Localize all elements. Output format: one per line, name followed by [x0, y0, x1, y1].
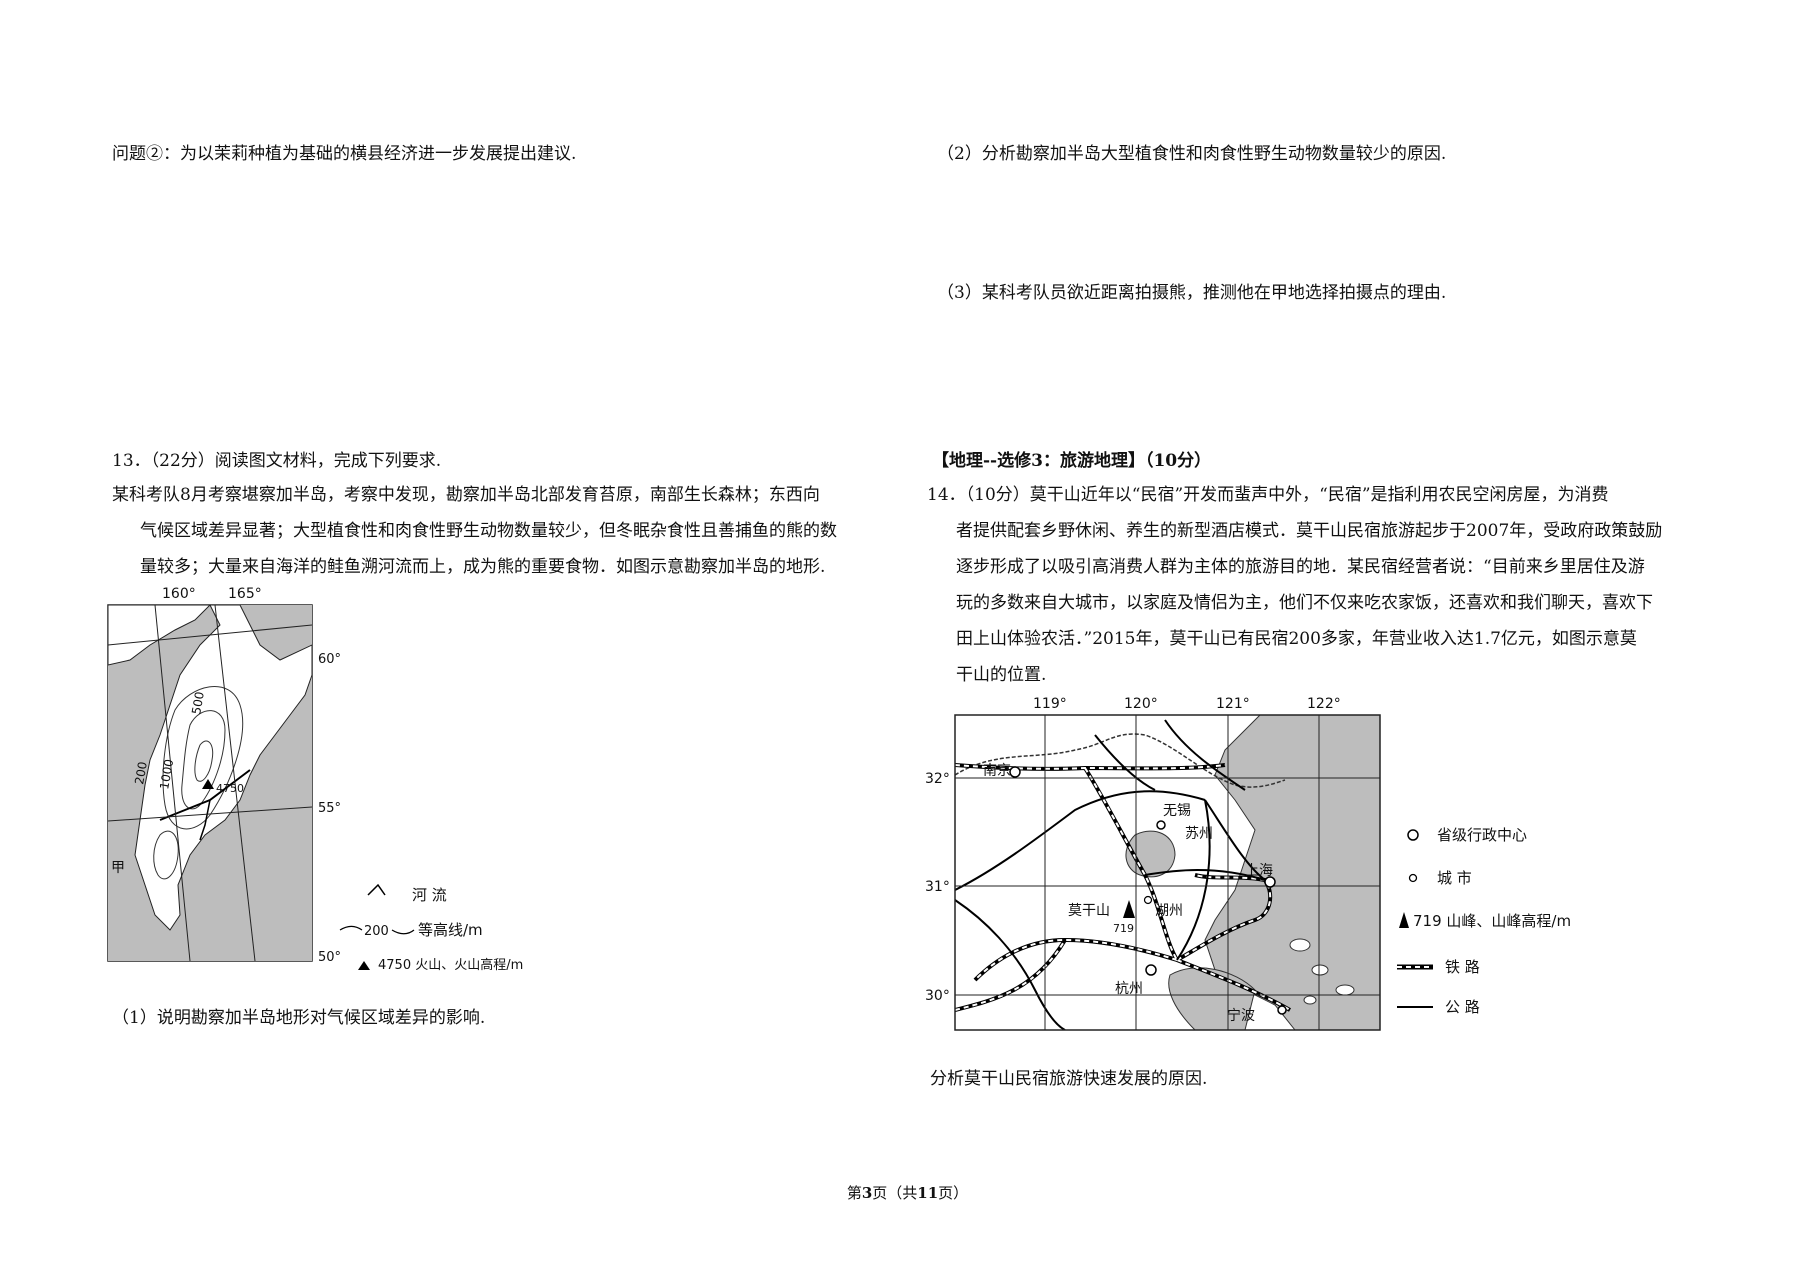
q14-line-1: 14．（10分）莫干山近年以“民宿”开发而蜚声中外，“民宿”是指利用农民空闲房屋…: [927, 485, 1609, 505]
volcano-legend-icon: [358, 961, 370, 970]
legend-road-label: 公 路: [1445, 998, 1480, 1016]
contour-label-500: 500: [189, 691, 207, 716]
q14-line-2: 者提供配套乡野休闲、养生的新型酒店模式．莫干山民宿旅游起步于2007年，受政府政…: [956, 521, 1663, 541]
river-legend-icon: [367, 883, 386, 896]
lat-label-31: 31°: [925, 879, 950, 895]
city-label-suzhou: 苏州: [1185, 826, 1213, 842]
legend-capital-label: 省级行政中心: [1437, 826, 1527, 844]
question-2-text: 问题②：为以茉莉种植为基础的横县经济进一步发展提出建议.: [112, 144, 577, 164]
lon-label-121: 121°: [1216, 696, 1250, 712]
kamchatka-map: 160° 165° 60° 55° 50° 500 200 1000 4750 …: [100, 585, 570, 980]
peak-elevation-label: 719: [1113, 922, 1134, 935]
q13-paragraph-line-2: 气候区域差异显著；大型植食性和肉食性野生动物数量较少，但冬眠杂食性且善捕鱼的熊的…: [140, 521, 837, 541]
lon-label-165: 165°: [228, 586, 262, 602]
legend-volcano-label: 4750 火山、火山高程/m: [378, 957, 523, 973]
city-legend-icon: [1408, 873, 1418, 883]
q13-sub-question-2: （2）分析勘察加半岛大型植食性和肉食性野生动物数量较少的原因.: [937, 144, 1447, 164]
moganshan-map: 119° 120° 121° 122° 32° 31° 30° 南京 无锡 苏州…: [915, 690, 1605, 1040]
q13-header: 13．（22分）阅读图文材料，完成下列要求.: [112, 451, 442, 471]
city-label-shanghai: 上海: [1245, 863, 1273, 879]
lat-label-32: 32°: [925, 771, 950, 787]
q14-line-5: 田上山体验农活．”2015年，莫干山已有民宿200多家，年营业收入达1.7亿元，…: [956, 629, 1637, 649]
place-label-moganshan: 莫干山: [1068, 903, 1110, 919]
city-label-hangzhou: 杭州: [1115, 981, 1143, 997]
contour-label-200: 200: [132, 761, 150, 786]
lat-label-60: 60°: [318, 652, 341, 667]
footer-prefix: 第: [846, 1184, 862, 1202]
page-footer: 第3页（共11页）: [0, 1182, 1815, 1203]
lon-label-122: 122°: [1307, 696, 1341, 712]
legend-river-label: 河 流: [412, 886, 447, 904]
lat-label-55: 55°: [318, 801, 341, 816]
contour-label-1000: 1000: [157, 758, 176, 791]
legend-railway-label: 铁 路: [1445, 958, 1480, 976]
legend-city-label: 城 市: [1437, 869, 1472, 887]
q13-sub-question-1: （1）说明勘察加半岛地形对气候区域差异的影响.: [112, 1008, 486, 1028]
q14-question: 分析莫干山民宿旅游快速发展的原因.: [930, 1069, 1208, 1089]
lat-label-30: 30°: [925, 988, 950, 1004]
q14-line-4: 玩的多数来自大城市，以家庭及情侣为主，他们不仅来吃农家饭，还喜欢和我们聊天，喜欢…: [956, 593, 1653, 613]
city-label-ningbo: 宁波: [1227, 1007, 1255, 1024]
footer-middle: 页（共: [872, 1184, 918, 1202]
contour-legend-icon: [339, 925, 363, 931]
legend-peak-label: 719 山峰、山峰高程/m: [1413, 912, 1571, 930]
footer-page-number: 3: [861, 1184, 873, 1202]
q14-line-6: 干山的位置.: [956, 665, 1047, 685]
section-title: 【地理--选修3：旅游地理】（10分）: [932, 451, 1212, 471]
q13-sub-question-3: （3）某科考队员欲近距离拍摄熊，推测他在甲地选择拍摄点的理由.: [937, 283, 1447, 303]
lon-label-120: 120°: [1124, 696, 1158, 712]
lon-label-160: 160°: [162, 586, 196, 602]
volcano-elevation-label: 4750: [216, 782, 244, 795]
footer-total-pages: 11: [917, 1184, 939, 1202]
city-label-wuxi: 无锡: [1163, 803, 1191, 819]
q13-paragraph-line-3: 量较多；大量来自海洋的鲑鱼溯河流而上，成为熊的重要食物．如图示意勘察加半岛的地形…: [140, 557, 826, 577]
footer-suffix: 页）: [938, 1184, 969, 1202]
place-label-jia: 甲: [111, 860, 125, 876]
city-label-huzhou: 湖州: [1155, 903, 1183, 919]
q14-line-3: 逐步形成了以吸引高消费人群为主体的旅游目的地．某民宿经营者说：“目前来乡里居住及…: [956, 557, 1645, 577]
lat-label-50: 50°: [318, 950, 341, 965]
capital-legend-icon: [1407, 829, 1419, 841]
city-label-nanjing: 南京: [983, 763, 1011, 779]
legend-contour-label: 等高线/m: [418, 921, 483, 939]
peak-legend-icon: [1399, 912, 1409, 928]
lon-label-119: 119°: [1033, 696, 1067, 712]
q13-paragraph-line-1: 某科考队8月考察堪察加半岛，考察中发现，勘察加半岛北部发育苔原，南部生长森林；东…: [112, 485, 820, 505]
legend-contour-value: 200: [364, 924, 389, 939]
